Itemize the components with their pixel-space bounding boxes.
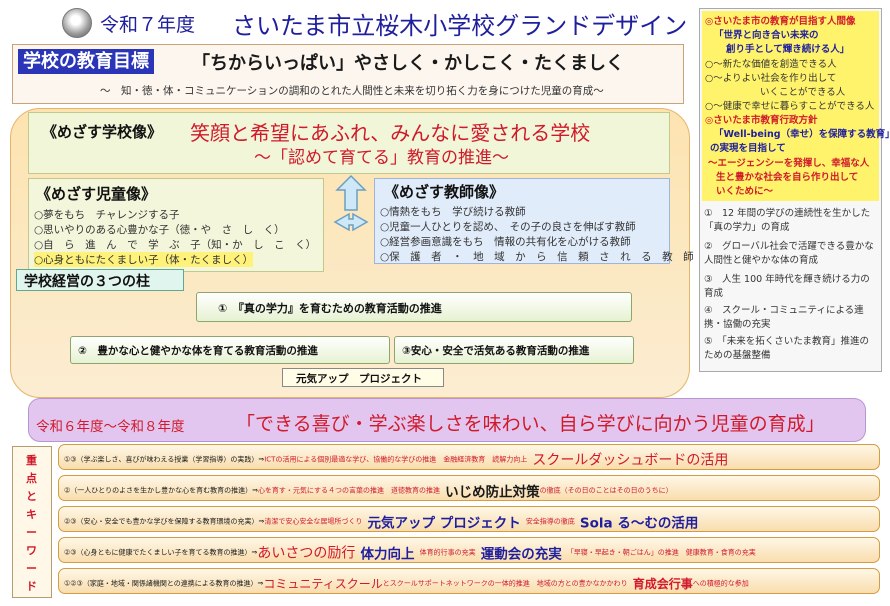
teacher-image-item: ○経営参画意識をもち 情報の共有化を心がける教師	[380, 236, 631, 248]
keyword-row-3	[58, 506, 880, 532]
city-ideal-sub: 「世界と向き合い未来の	[714, 30, 819, 41]
keyword-row-5	[58, 568, 880, 594]
keyword-row-5-note: への積極的な参加	[692, 579, 749, 588]
keyword-row-5-text: ①②③（家庭・地域・関係諸機関との連携による教育の推進）⇒コミュニティスクールと…	[64, 573, 749, 592]
keywords-label-box	[12, 446, 52, 598]
keyword-row-4-note: 体育的行事の充実	[419, 548, 476, 557]
pillar-3-text: ③安心・安全で活気ある教育活動の推進	[402, 345, 590, 357]
keyword-row-4-focus: ②③（心身ともに健康でたくましい子を育てる教育の推進）⇒	[64, 548, 258, 557]
pillar-2-text: ② 豊かな心と健やかな体を育てる教育活動の推進	[78, 345, 318, 357]
city-policy-sub: の実現を目指して	[710, 143, 786, 154]
header-year: 令和７年度	[100, 14, 196, 36]
page-title: さいたま市立桜木小学校グランドデザイン	[232, 12, 688, 40]
period-goal: 「できる喜び・学ぶ楽しさを味わい、自ら学びに向かう児童の育成」	[236, 413, 825, 435]
keyword-row-4-text: ②③（心身ともに健康でたくましい子を育てる教育の推進）⇒あいさつの励行 体力向上…	[64, 542, 756, 563]
keyword-row-3-text: ②③（安心・安全でも豊かな学びを保障する教育環境の充実）⇒清潔で安心安全な居場所…	[64, 511, 698, 532]
child-image-item: ○心身ともにたくましい子（体・たくましく）	[34, 252, 254, 267]
city-policy-list-item: ⑤ 「未来を拓くさいたま教育」推進のための基盤整備	[704, 336, 869, 361]
keyword-row-5-items: とスクールサポートネットワークの一体的推進 地域の方との豊かなかかわり	[382, 579, 628, 588]
school-image-subtitle: ～「認めて育てる」教育の推進～	[254, 148, 509, 168]
school-image-label: 《めざす学校像》	[42, 123, 163, 141]
keyword-row-2	[58, 475, 880, 501]
city-policy-list-item: ② グローバル社会で活躍できる豊かな人間性と健やかな体の育成	[704, 241, 874, 266]
keywords-label-char: ー	[26, 562, 37, 575]
keyword-row-5-highlight: コミュニティスクール	[263, 577, 383, 591]
keyword-row-4	[58, 537, 880, 563]
keywords-label-char: ド	[26, 580, 37, 593]
keyword-row-3-items: 清潔で安心安全な居場所づくり	[264, 517, 363, 526]
project-box	[282, 368, 444, 387]
pillar-1-box	[196, 292, 632, 322]
keyword-row-3-note: 安全指導の徹底	[525, 517, 575, 526]
city-ideal-item: ○～新たな価値を創造できる人	[705, 59, 837, 70]
city-ideal-item: いくことができる人	[760, 87, 846, 98]
keyword-row-5-highlight-2: 育成会行事	[632, 577, 693, 591]
child-image-label: 《めざす児童像》	[36, 185, 157, 203]
child-image-item: ○夢をもち チャレンジする子	[34, 209, 180, 221]
city-ideal-item: ○～よりよい社会を作り出して	[705, 73, 837, 84]
keywords-label-char: ワ	[26, 544, 37, 557]
teacher-image-panel	[374, 178, 670, 264]
child-image-item: ○自 ら 進 ん で 学 ぶ 子（知・か し こ く）	[34, 239, 317, 251]
school-emblem-icon	[62, 8, 92, 38]
city-policy-list-item: ③ 人生 100 年時代を輝き続ける力の育成	[704, 274, 870, 299]
double-arrow-icon	[333, 174, 369, 232]
keywords-label-char: 重	[26, 454, 37, 467]
city-policy-list-item: ④ スクール・コミュニティによる連携・協働の充実	[704, 305, 864, 330]
keyword-row-4-highlight-2: 体力向上	[360, 546, 415, 563]
project-text: 元気アップ プロジェクト	[296, 373, 422, 385]
keywords-label-char: と	[26, 490, 37, 503]
city-policy-heading: ◎さいたま市教育行政方針	[705, 115, 818, 126]
keywords-label-char: キ	[26, 508, 37, 521]
keyword-row-1-items: ICTの活用による個別最適な学び、協働的な学びの推進 金融経済教育 読解力向上	[264, 455, 528, 464]
city-policy-list-item: ① 12 年間の学びの連続性を生かした「真の学力」の育成	[704, 208, 871, 233]
keyword-row-1	[58, 444, 880, 470]
keyword-row-3-highlight: 元気アップ プロジェクト	[367, 515, 521, 532]
keyword-row-5-focus: ①②③（家庭・地域・関係諸機関との連携による教育の推進）⇒	[64, 579, 264, 588]
pillar-2-box	[70, 336, 390, 364]
keyword-row-1-focus: ①③（学ぶ楽しさ、喜びが味わえる授業（学習指導）の実践）⇒	[64, 455, 265, 464]
keyword-row-1-highlight: スクールダッシュボードの活用	[532, 452, 729, 469]
keyword-row-2-focus: ②（一人ひとりのよさを生かし豊かな心を育む教育の推進）⇒	[64, 486, 258, 495]
keyword-row-2-text: ②（一人ひとりのよさを生かし豊かな心を育む教育の推進）⇒心を育す・元気にする４つ…	[64, 480, 673, 501]
education-goals-slogan: 「ちからいっぱい」やさしく・かしこく・たくましく	[192, 53, 624, 74]
keywords-label-char: ー	[26, 526, 37, 539]
city-policy-aim: いくために～	[716, 186, 774, 197]
education-goals-label: 学校の教育目標	[18, 49, 154, 74]
city-policy-aim: 生と豊かな社会を自ら作り出して	[716, 172, 859, 183]
keyword-row-4-highlight: あいさつの励行	[257, 545, 356, 562]
pillars-tag	[16, 269, 184, 291]
keywords-label-char: 点	[26, 472, 37, 485]
child-image-item: ○思いやりのある心豊かな子（徳・や さ し く）	[34, 224, 285, 236]
city-ideal-heading: ◎さいたま市の教育が目指す人間像	[705, 16, 856, 27]
keyword-row-4-highlight-3: 運動会の充実	[480, 546, 562, 563]
keyword-row-4-note-2: 「早寝・早起き・朝ごはん」の推進 健康教育・食育の充実	[566, 548, 756, 557]
keyword-row-2-note: の徹底（その日のことはその日のうちに）	[539, 486, 673, 495]
period-range: 令和６年度～令和８年度	[36, 419, 185, 435]
education-goals-subtitle: ～ 知・徳・体・コミュニケーションの調和のとれた人間性と未来を切り拓く力を身につ…	[100, 85, 604, 97]
keyword-row-2-highlight: いじめ防止対策	[445, 484, 540, 501]
period-banner	[28, 398, 866, 442]
teacher-image-item: ○情熱をもち 学び続ける教師	[380, 206, 526, 218]
school-image-title: 笑顔と希望にあふれ、みんなに愛される学校	[190, 121, 591, 145]
city-ideal-item: ○～健康で幸せに暮らすことができる人	[705, 101, 875, 112]
teacher-image-label: 《めざす教師像》	[384, 183, 505, 201]
city-policy-aim: ～エージェンシーを発揮し、幸福な人	[708, 158, 870, 169]
teacher-image-item: ○保 護 者 ・ 地 域 か ら 信 頼 さ れ る 教 師	[380, 251, 694, 263]
city-ideal-sub: 創り手として輝き続ける人」	[726, 44, 850, 55]
keyword-row-3-focus: ②③（安心・安全でも豊かな学びを保障する教育環境の充実）⇒	[64, 517, 265, 526]
pillar-1-text: ① 『真の学力』を育むための教育活動の推進	[218, 302, 442, 315]
keyword-row-1-text: ①③（学ぶ楽しさ、喜びが味わえる授業（学習指導）の実践）⇒ICTの活用による個別…	[64, 449, 728, 470]
pillar-3-box	[394, 336, 634, 364]
city-policy-highlight	[702, 11, 879, 201]
city-policy-sub: 「Well-being（幸せ）を保障する教育」	[714, 129, 890, 140]
keyword-row-2-items: 心を育す・元気にする４つの言葉の推進 道徳教育の推進	[257, 486, 441, 495]
school-image-panel	[28, 112, 670, 174]
teacher-image-item: ○児童一人ひとりを認め、 その子の良さを伸ばす教師	[380, 221, 636, 233]
pillars-title: 学校経営の３つの柱	[24, 274, 150, 290]
keyword-row-3-highlight-2: Sola る～むの活用	[579, 515, 699, 532]
